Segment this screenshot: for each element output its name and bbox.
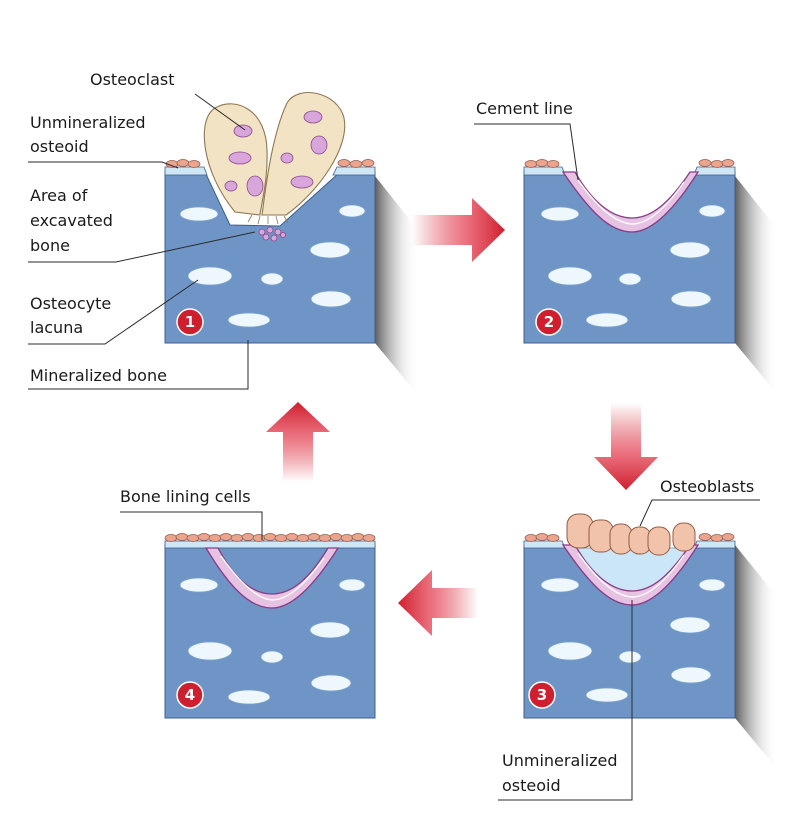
arrow-4-to-1 <box>266 402 330 482</box>
panel-3-shadow <box>735 545 778 770</box>
step-2-number: 2 <box>544 313 554 331</box>
panel-3-lacunae <box>540 577 726 703</box>
label-bone-lining-cells: Bone lining cells <box>120 487 251 506</box>
panel-3-osteoid-right <box>693 540 736 549</box>
panel-1-osteoid-right <box>332 166 376 176</box>
panel-2-lacunae <box>540 204 726 328</box>
panel-2-osteoid-right <box>693 166 736 176</box>
panel-4-lining-cells <box>164 533 376 542</box>
panel-4-osteoid-band <box>164 540 376 549</box>
osteoclast-cell <box>203 92 346 242</box>
label-excavated-line3: bone <box>30 236 70 255</box>
panel-3-osteoblasts <box>566 513 696 556</box>
label-cement-line: Cement line <box>476 99 573 118</box>
step-4-number: 4 <box>185 686 195 704</box>
step-2-badge <box>535 308 563 336</box>
arrow-1-to-2 <box>412 198 505 262</box>
panel-3-osteoid-left <box>523 540 566 549</box>
label-unmineralized-osteoid-top-line2: osteoid <box>30 137 89 156</box>
panel-1-osteoid-left <box>164 166 208 176</box>
panel-1-lacunae <box>179 204 366 328</box>
panel-2-lining-cells <box>524 159 735 168</box>
panel-2-cement-line <box>561 171 700 233</box>
label-osteoclast: Osteoclast <box>90 70 175 89</box>
panel-3-lining-cells <box>524 533 735 542</box>
arrow-3-to-4 <box>398 570 478 636</box>
step-1-badge <box>176 308 204 336</box>
label-unmineralized-osteoid-bottom-line2: osteoid <box>502 776 561 795</box>
leader-lines <box>28 93 760 801</box>
panel-1: 1 <box>164 92 418 395</box>
panel-1-shadow <box>375 176 418 395</box>
label-unmineralized-osteoid-bottom-line1: Unmineralized <box>502 751 618 770</box>
label-excavated-line1: Area of <box>30 186 88 205</box>
label-mineralized-bone: Mineralized bone <box>30 366 167 385</box>
step-1-number: 1 <box>185 313 195 331</box>
panel-2: 2 <box>523 159 778 395</box>
panel-3-cement-line <box>561 544 700 606</box>
label-osteocyte-lacuna-line1: Osteocyte <box>30 294 111 313</box>
panel-2-osteoid-left <box>523 166 566 176</box>
panel-2-shadow <box>735 176 778 395</box>
step-4-badge <box>176 681 204 709</box>
panel-4-cement-line <box>204 547 340 609</box>
label-osteoblasts: Osteoblasts <box>660 477 754 496</box>
label-osteocyte-lacuna-line2: lacuna <box>30 318 83 337</box>
step-3-badge <box>528 681 556 709</box>
arrow-2-to-3 <box>594 403 658 490</box>
panel-1-lining-cells <box>165 159 375 168</box>
step-3-number: 3 <box>537 686 547 704</box>
panel-3: 3 <box>523 513 778 770</box>
label-unmineralized-osteoid-top-line1: Unmineralized <box>30 113 146 132</box>
panel-4-lacunae <box>179 577 366 705</box>
panel-4: 4 <box>164 533 376 719</box>
label-excavated-line2: excavated <box>30 211 113 230</box>
